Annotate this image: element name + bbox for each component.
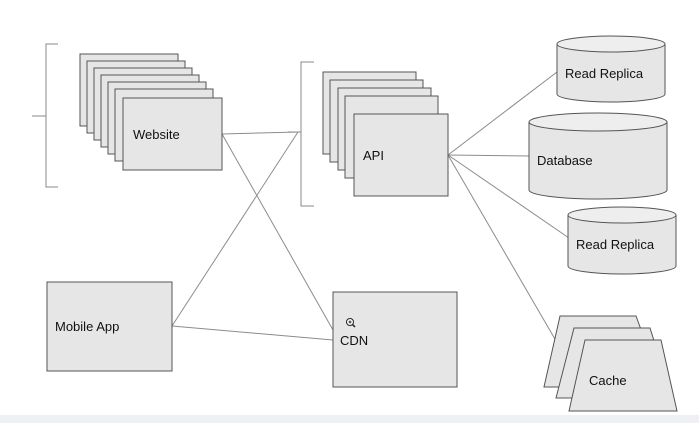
edge-mobile-cdn — [171, 325, 334, 341]
website-label: Website — [133, 127, 180, 142]
cache-node[interactable]: Cache — [543, 315, 678, 412]
edge-api-read-replica-top — [447, 71, 558, 156]
bottom-strip — [0, 415, 699, 423]
edge-api-database — [447, 154, 531, 157]
website-group-brace — [32, 43, 58, 188]
api-node[interactable]: API — [322, 71, 449, 197]
mobile-app-label: Mobile App — [55, 319, 119, 334]
edge-website-cdn — [221, 133, 334, 331]
edge-website-api — [221, 131, 299, 135]
edge-api-read-replica-bottom — [447, 154, 570, 239]
api-group-brace — [288, 61, 314, 207]
api-label: API — [363, 148, 384, 163]
read-replica-top-node[interactable]: Read Replica — [556, 35, 666, 103]
database-label: Database — [537, 153, 593, 168]
read-replica-bottom-node[interactable]: Read Replica — [567, 206, 677, 275]
edges — [171, 71, 570, 347]
website-node[interactable]: Website — [79, 53, 223, 171]
cdn-node[interactable]: CDN — [332, 291, 458, 388]
database-node[interactable]: Database — [528, 112, 668, 200]
cache-label: Cache — [589, 373, 627, 388]
edge-api-cache — [447, 154, 560, 347]
zoom-in-cursor-icon — [346, 318, 356, 328]
cdn-label: CDN — [340, 333, 368, 348]
edge-mobile-api — [171, 131, 299, 327]
read-replica-top-label: Read Replica — [565, 66, 644, 81]
mobile-app-node[interactable]: Mobile App — [46, 281, 173, 372]
read-replica-bottom-label: Read Replica — [576, 237, 655, 252]
